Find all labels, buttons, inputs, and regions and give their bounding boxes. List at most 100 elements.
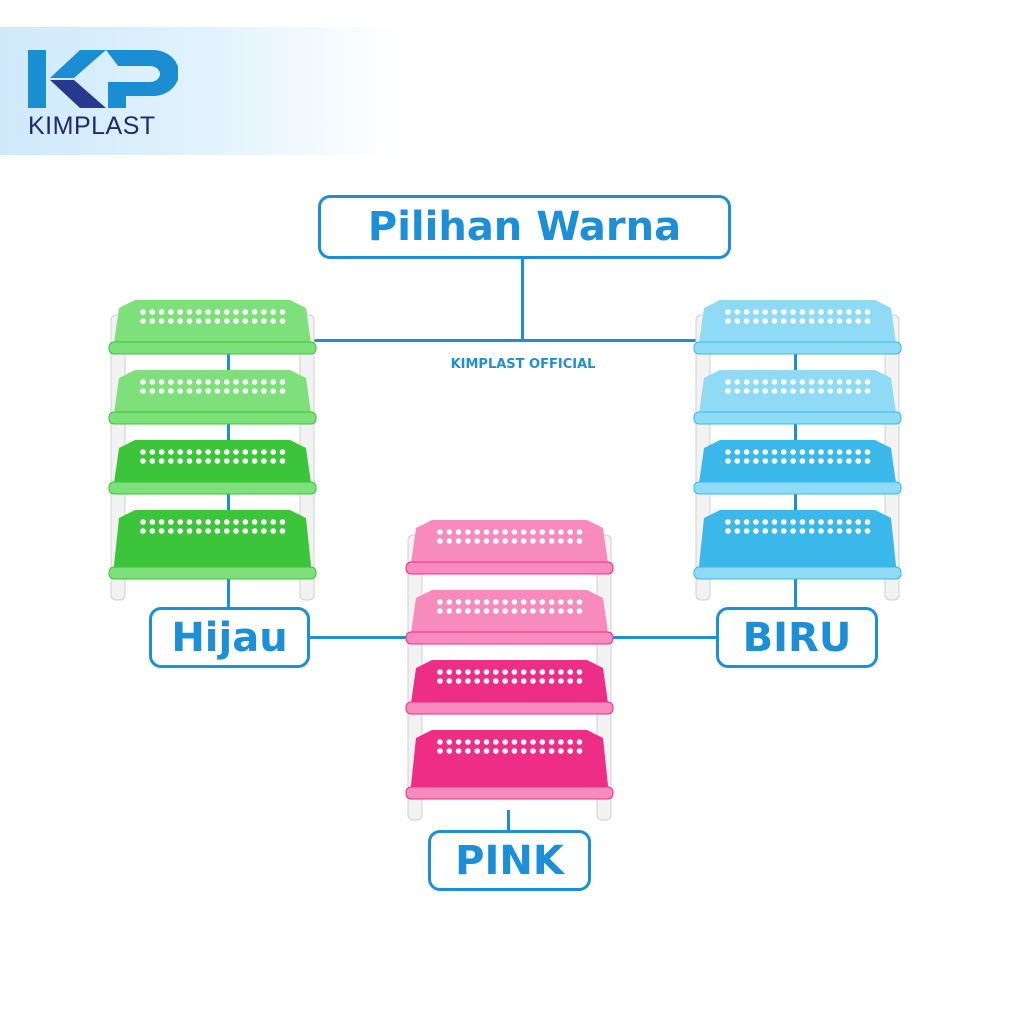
basket-hole [539, 529, 546, 535]
basket-hole [437, 669, 443, 675]
basket-hole [818, 309, 824, 315]
basket-hole [140, 519, 146, 525]
basket-hole [502, 748, 508, 754]
basket-hole [725, 519, 731, 525]
basket-hole [196, 379, 202, 385]
basket-hole [855, 309, 861, 315]
basket-hole [233, 519, 239, 525]
color-option-biru[interactable]: BIRU [716, 607, 878, 668]
basket-hole [567, 599, 573, 605]
basket-hole [734, 379, 741, 385]
basket-hole [455, 608, 462, 614]
basket-hole [214, 528, 221, 534]
kimplast-logo [28, 50, 178, 108]
basket-hole [548, 529, 555, 535]
basket-hole [465, 678, 471, 684]
basket-hole [743, 388, 750, 394]
basket-hole [279, 309, 286, 315]
basket-hole [771, 449, 778, 455]
basket-hole [214, 309, 221, 315]
basket-hole [437, 678, 443, 684]
basket-hole [818, 519, 824, 525]
basket-hole [261, 309, 267, 315]
basket-hole [781, 388, 787, 394]
basket-hole [827, 449, 834, 455]
basket-hole [168, 528, 174, 534]
basket-hole [483, 529, 490, 535]
basket-hole [743, 519, 750, 525]
basket-hole [177, 449, 183, 455]
basket-hole [186, 388, 193, 394]
basket-hole [753, 458, 759, 464]
basket-hole [548, 669, 555, 675]
basket-hole [743, 379, 750, 385]
basket-hole [511, 608, 518, 614]
basket-hole [530, 538, 536, 544]
basket-hole [251, 309, 258, 315]
basket-hole [493, 669, 499, 675]
connector-line [507, 810, 510, 832]
basket-hole [455, 748, 462, 754]
basket-hole [261, 388, 267, 394]
basket-hole [465, 529, 471, 535]
basket-hole [808, 318, 815, 324]
basket-hole [520, 608, 527, 614]
basket-hole [196, 318, 202, 324]
basket-hole [827, 318, 834, 324]
basket-hole [846, 379, 852, 385]
basket-hole [196, 458, 202, 464]
basket-hole [205, 528, 211, 534]
basket-rim [405, 786, 614, 800]
basket-hole [149, 528, 156, 534]
basket-hole [279, 458, 286, 464]
basket-hole [158, 379, 165, 385]
basket-hole [158, 528, 165, 534]
basket-hole [743, 449, 750, 455]
basket-hole [511, 678, 518, 684]
basket-hole [196, 519, 202, 525]
basket-hole [576, 669, 583, 675]
basket-hole [223, 519, 230, 525]
basket-hole [558, 608, 564, 614]
basket-hole [223, 379, 230, 385]
basket-hole [446, 608, 453, 614]
color-option-hijau[interactable]: Hijau [149, 607, 310, 668]
basket-hole [223, 309, 230, 315]
basket-hole [483, 608, 490, 614]
basket-rim [693, 566, 902, 580]
basket-hole [567, 538, 573, 544]
basket-hole [799, 519, 806, 525]
basket-hole [177, 318, 183, 324]
basket-hole [743, 309, 750, 315]
basket-hole [818, 379, 824, 385]
basket-hole [270, 519, 276, 525]
basket-hole [846, 388, 852, 394]
basket-hole [437, 739, 443, 745]
basket-hole [502, 538, 508, 544]
watermark-text: KIMPLAST OFFICIAL [450, 357, 596, 372]
basket-hole [242, 309, 249, 315]
basket-hole [864, 379, 871, 385]
basket-hole [233, 309, 239, 315]
basket-hole [725, 458, 731, 464]
basket-hole [558, 739, 564, 745]
basket-hole [465, 669, 471, 675]
basket-hole [771, 379, 778, 385]
basket-hole [242, 379, 249, 385]
basket-hole [827, 458, 834, 464]
basket-hole [233, 458, 239, 464]
basket-hole [827, 528, 834, 534]
connector-line [521, 257, 524, 341]
basket-hole [855, 458, 861, 464]
basket-hole [743, 458, 750, 464]
basket-hole [455, 538, 462, 544]
basket-hole [548, 678, 555, 684]
color-option-pink[interactable]: PINK [428, 830, 591, 891]
connector-line [610, 636, 717, 639]
basket-hole [483, 739, 490, 745]
basket-hole [205, 519, 211, 525]
basket-hole [437, 608, 443, 614]
basket-hole [539, 748, 546, 754]
basket-hole [168, 309, 174, 315]
basket-hole [520, 739, 527, 745]
